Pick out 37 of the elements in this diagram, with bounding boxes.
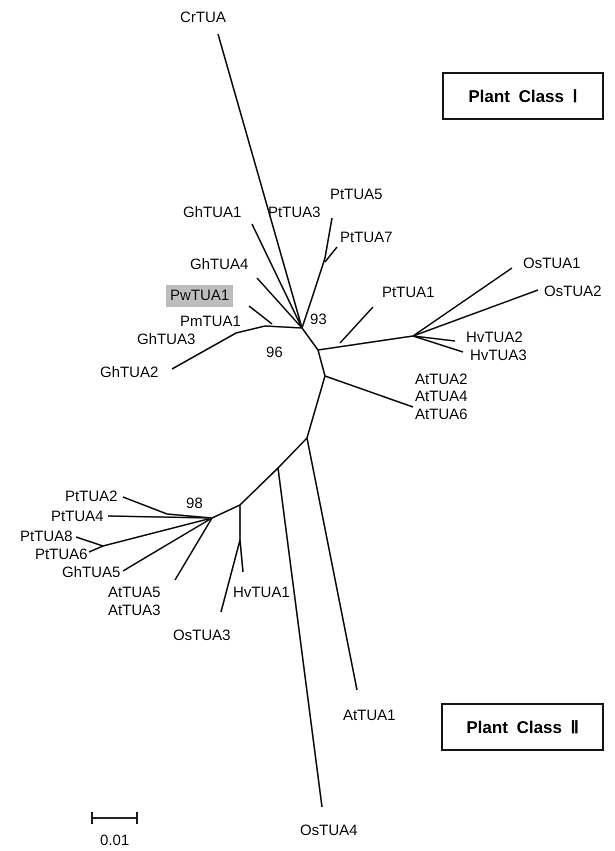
- taxon-label: HvTUA1: [233, 584, 290, 602]
- class-label-box: [442, 72, 604, 120]
- taxon-label: GhTUA2: [100, 364, 158, 382]
- taxon-label: OsTUA3: [173, 627, 231, 645]
- taxon-label: GhTUA1: [183, 204, 242, 222]
- taxon-label: AtTUA1: [343, 707, 396, 725]
- taxon-label: PtTUA8: [20, 528, 73, 546]
- taxon-label: PtTUA6: [35, 546, 88, 564]
- taxon-label: AtTUA4: [415, 388, 468, 406]
- taxon-label: GhTUA3: [137, 331, 196, 349]
- class-label: Plant Class Ⅱ: [466, 716, 579, 738]
- taxon-label: AtTUA6: [415, 406, 468, 424]
- taxon-label: HvTUA3: [470, 347, 527, 365]
- bootstrap-value: 93: [310, 311, 327, 329]
- taxon-label: PtTUA2: [65, 488, 118, 506]
- bootstrap-value: 96: [266, 344, 283, 362]
- taxon-label: GhTUA4: [190, 256, 248, 274]
- class-label: Plant Class Ⅰ: [468, 86, 578, 106]
- taxon-label: GhTUA5: [62, 564, 120, 582]
- taxon-label: CrTUA: [180, 9, 226, 27]
- bootstrap-value: 98: [186, 495, 203, 513]
- taxon-label: AtTUA3: [108, 602, 161, 620]
- taxon-label: OsTUA4: [300, 822, 358, 840]
- class-label-box: [441, 703, 604, 751]
- taxon-label: PtTUA4: [51, 508, 104, 526]
- taxon-label: PtTUA7: [340, 229, 393, 247]
- taxon-label: PtTUA3: [268, 204, 321, 222]
- scale-label: 0.01: [100, 832, 130, 850]
- highlighted-taxon-label: PwTUA1: [166, 285, 234, 307]
- taxon-label: AtTUA2: [415, 371, 468, 389]
- taxon-label: AtTUA5: [108, 584, 161, 602]
- taxon-label: PtTUA5: [330, 186, 383, 204]
- taxon-label: OsTUA2: [544, 283, 602, 301]
- taxon-label: OsTUA1: [523, 255, 581, 273]
- taxon-label: PmTUA1: [180, 313, 241, 331]
- taxon-label: PtTUA1: [382, 284, 435, 302]
- taxon-label: HvTUA2: [466, 329, 523, 347]
